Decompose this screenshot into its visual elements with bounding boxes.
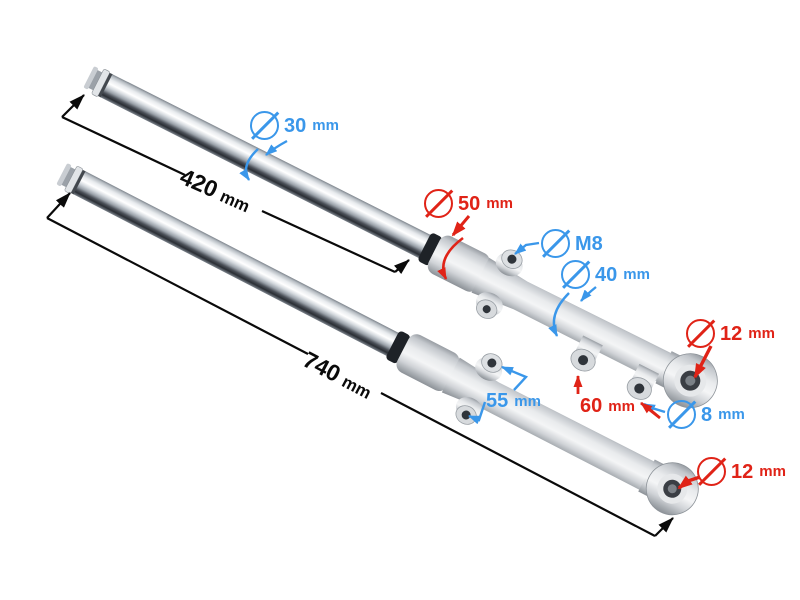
lower-boss-top	[475, 353, 503, 381]
dia-30-label: 30 mm	[250, 111, 339, 140]
dia-12-upper-value: 12	[720, 322, 743, 345]
dim-60-label: 60 mm	[580, 396, 635, 416]
m8-label: M8	[541, 229, 603, 258]
upper-dust-seal	[418, 233, 442, 266]
upper-slider-body	[471, 257, 686, 390]
dia-8-unit: mm	[718, 406, 745, 423]
diameter-icon	[250, 111, 279, 140]
lower-slider-body	[441, 357, 666, 496]
diameter-icon	[424, 189, 453, 218]
dia-40-value: 40	[595, 263, 618, 286]
lower-slider-collar	[396, 334, 460, 392]
dia-12-lower-value: 12	[731, 460, 754, 483]
dia-30-unit: mm	[312, 117, 339, 134]
dia-12-lower-unit: mm	[759, 463, 786, 480]
diameter-icon	[667, 400, 696, 429]
dia12-upper-leader	[693, 345, 713, 379]
dim60-leader-right	[640, 401, 661, 420]
dim55-leader-lower	[468, 401, 487, 425]
diameter-icon	[561, 260, 590, 289]
diameter-icon	[686, 319, 715, 348]
dia40-leader	[580, 286, 597, 302]
dia-12-upper-unit: mm	[748, 325, 775, 342]
lower-chrome-tube	[73, 171, 401, 357]
upper-lower-boss	[475, 292, 503, 319]
dim-55-label: 55 mm	[486, 391, 541, 411]
m8-value: M8	[575, 232, 603, 255]
upper-mount-lug-1	[570, 335, 603, 372]
dia30-leader	[265, 139, 288, 156]
red-leader-lines	[437, 215, 713, 490]
m8-leader	[514, 241, 540, 255]
dim55-leader-upper	[501, 365, 529, 391]
dia-50-label: 50 mm	[424, 189, 513, 218]
dia50-arc	[437, 236, 464, 280]
blue-leader-lines	[239, 139, 666, 425]
upper-fork-cap	[83, 66, 113, 98]
upper-mount-lug-2	[626, 363, 660, 400]
dim-60-value: 60	[580, 395, 603, 417]
dia50-leader	[451, 215, 471, 237]
dia-40-unit: mm	[623, 266, 650, 283]
dia-40-label: 40 mm	[561, 260, 650, 289]
dia-12-lower-label: 12 mm	[697, 457, 786, 486]
dim-60-unit: mm	[608, 397, 635, 415]
dia-12-upper-label: 12 mm	[686, 319, 775, 348]
dia-8-label: 8 mm	[667, 400, 745, 429]
dim-55-unit: mm	[514, 392, 541, 410]
dim-420-lines	[61, 94, 410, 274]
lower-dust-seal	[386, 331, 410, 364]
dim-55-value: 55	[486, 390, 509, 412]
dim-740-lines	[46, 192, 674, 537]
dia30-arc	[239, 148, 259, 181]
dia-8-value: 8	[701, 403, 713, 426]
diameter-icon	[697, 457, 726, 486]
lower-fork-cap	[56, 163, 86, 195]
dia12-lower-leader	[677, 475, 701, 490]
dia-50-unit: mm	[486, 195, 513, 212]
dia-50-value: 50	[458, 192, 481, 215]
dia40-arc	[548, 292, 570, 337]
diameter-icon	[541, 229, 570, 258]
upper-chrome-tube	[100, 74, 432, 259]
dia-30-value: 30	[284, 114, 307, 137]
